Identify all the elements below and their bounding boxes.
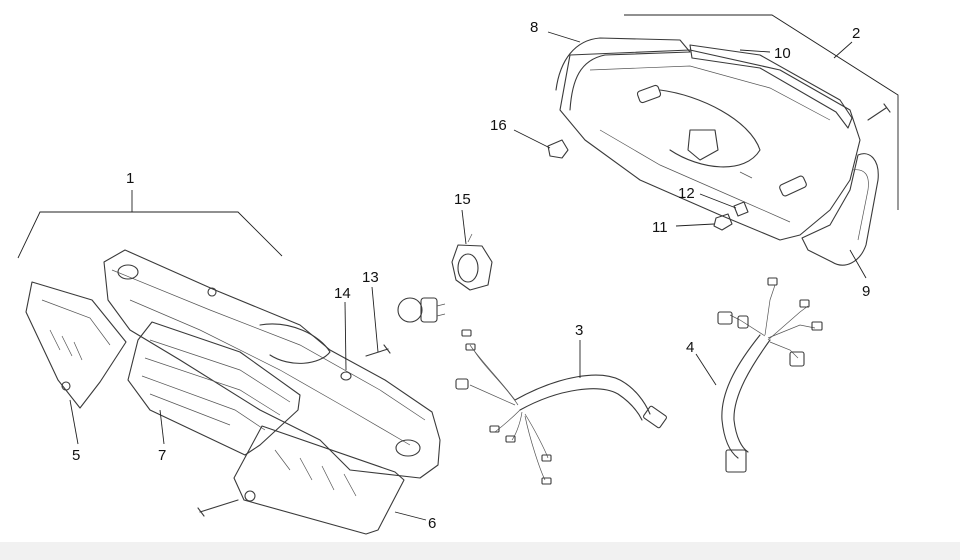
- callout-15: 15: [454, 191, 471, 208]
- group-bracket-2: [624, 14, 899, 210]
- lower-lens: [233, 425, 405, 535]
- tail-light-assembly: [547, 14, 899, 266]
- group-bracket-1: [17, 211, 283, 259]
- callout-labels: 1 2 3 4 5 6 7 8 9 10 11 12 13 14 15 16: [72, 19, 870, 532]
- callout-6: 6: [428, 515, 436, 532]
- callout-13: 13: [362, 269, 379, 286]
- bulb-12: [733, 201, 749, 217]
- bulb-and-socket: [397, 233, 493, 323]
- bulb-holder-16: [547, 139, 569, 159]
- tail-light-housing: [559, 49, 861, 241]
- bulb-socket-15: [451, 244, 493, 291]
- tail-gasket-10: [689, 44, 853, 129]
- callout-1: 1: [126, 170, 134, 187]
- callout-4: 4: [686, 339, 694, 356]
- headlight-lens: [127, 321, 301, 456]
- headlight-housing: [103, 249, 441, 479]
- screw-13: [365, 344, 391, 357]
- side-lens-9: [801, 153, 879, 266]
- callout-8: 8: [530, 19, 538, 36]
- headlight-assembly: [17, 190, 441, 535]
- callout-3: 3: [575, 322, 583, 339]
- callout-7: 7: [158, 447, 166, 464]
- side-reflector-left: [25, 281, 127, 409]
- callout-9: 9: [862, 283, 870, 300]
- wiring-harness-4: [717, 277, 823, 473]
- callout-5: 5: [72, 447, 80, 464]
- bulb-holder-11: [713, 213, 733, 231]
- callout-10: 10: [774, 45, 791, 62]
- callout-12: 12: [678, 185, 695, 202]
- washer-14: [340, 371, 352, 381]
- callout-2: 2: [852, 25, 860, 42]
- bottom-margin-bar: [0, 542, 960, 560]
- bulb-14: [397, 297, 423, 323]
- tail-gasket-8: [555, 37, 691, 111]
- wiring-harness-3: [455, 329, 667, 485]
- callout-11: 11: [652, 219, 668, 236]
- leader-lines: [69, 31, 867, 521]
- callout-16: 16: [490, 117, 507, 134]
- callout-14: 14: [334, 285, 351, 302]
- screw-lower-lens: [197, 499, 239, 517]
